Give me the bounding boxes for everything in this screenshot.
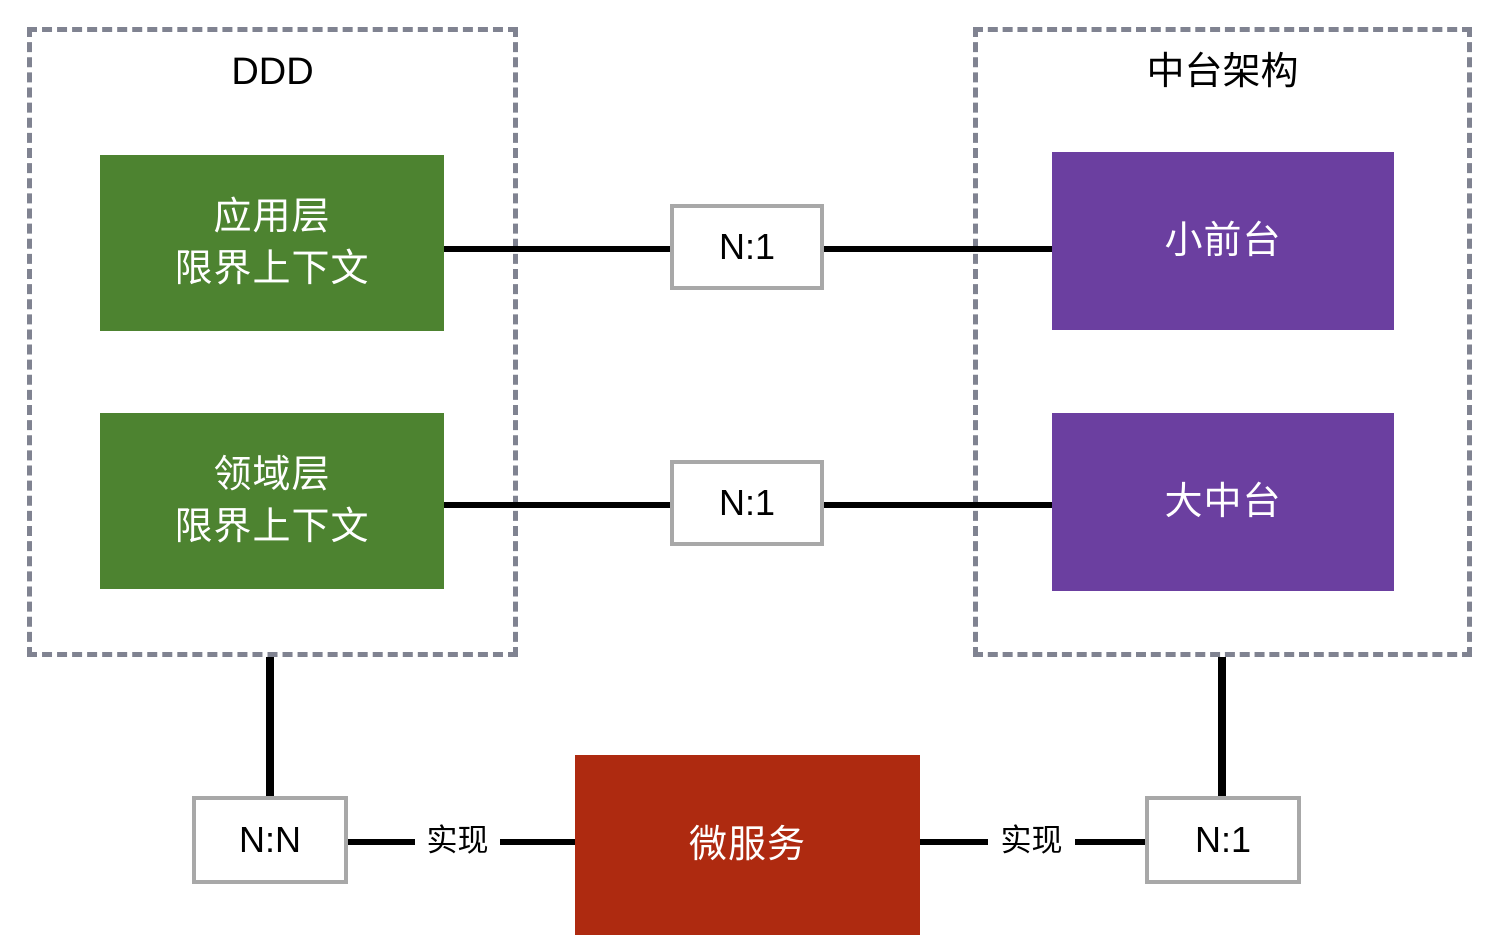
- node-application-layer-line1: 应用层: [213, 196, 331, 238]
- group-box-zhongtai: [973, 27, 1472, 657]
- node-application-layer[interactable]: 应用层 限界上下文: [100, 155, 444, 331]
- node-big-middle-platform-label: 大中台: [1164, 481, 1282, 523]
- node-big-middle-platform[interactable]: 大中台: [1052, 413, 1394, 591]
- edge-domain-to-mult2: [444, 502, 672, 508]
- multiplicity-middle-to-microservice-label: N:1: [1194, 819, 1252, 860]
- edge-app-to-mult1: [444, 246, 672, 252]
- multiplicity-app-to-frontend[interactable]: N:1: [670, 204, 824, 290]
- edge-nn-to-left-realize: [347, 839, 415, 845]
- node-microservice[interactable]: 微服务: [575, 755, 920, 935]
- group-title-ddd: DDD: [231, 51, 314, 93]
- edge-right-realize-to-n1: [1075, 839, 1145, 845]
- edge-label-right-realize: 实现: [988, 824, 1075, 858]
- node-small-frontend-label: 小前台: [1164, 220, 1282, 262]
- edge-service-to-right-realize: [920, 839, 988, 845]
- group-box-ddd: [27, 27, 518, 657]
- edge-left-realize-to-service: [500, 839, 576, 845]
- multiplicity-domain-to-middle[interactable]: N:1: [670, 460, 824, 546]
- edge-mult2-to-middle: [822, 502, 1052, 508]
- multiplicity-middle-to-microservice[interactable]: N:1: [1145, 796, 1301, 884]
- node-domain-layer-line2: 限界上下文: [174, 506, 370, 548]
- edge-mult1-to-front: [822, 246, 1052, 252]
- edge-zhongtai-group-drop: [1218, 657, 1226, 798]
- node-application-layer-line2: 限界上下文: [174, 248, 370, 290]
- node-small-frontend[interactable]: 小前台: [1052, 152, 1394, 330]
- multiplicity-domain-to-middle-label: N:1: [718, 482, 776, 523]
- node-microservice-label: 微服务: [688, 824, 806, 866]
- multiplicity-ddd-to-microservice[interactable]: N:N: [192, 796, 348, 884]
- node-domain-layer[interactable]: 领域层 限界上下文: [100, 413, 444, 589]
- edge-label-left-realize: 实现: [415, 824, 500, 858]
- edge-ddd-group-drop: [266, 657, 274, 798]
- multiplicity-app-to-frontend-label: N:1: [718, 226, 776, 267]
- group-title-zhongtai: 中台架构: [1146, 51, 1299, 93]
- node-domain-layer-line1: 领域层: [213, 454, 331, 496]
- multiplicity-ddd-to-microservice-label: N:N: [239, 819, 301, 860]
